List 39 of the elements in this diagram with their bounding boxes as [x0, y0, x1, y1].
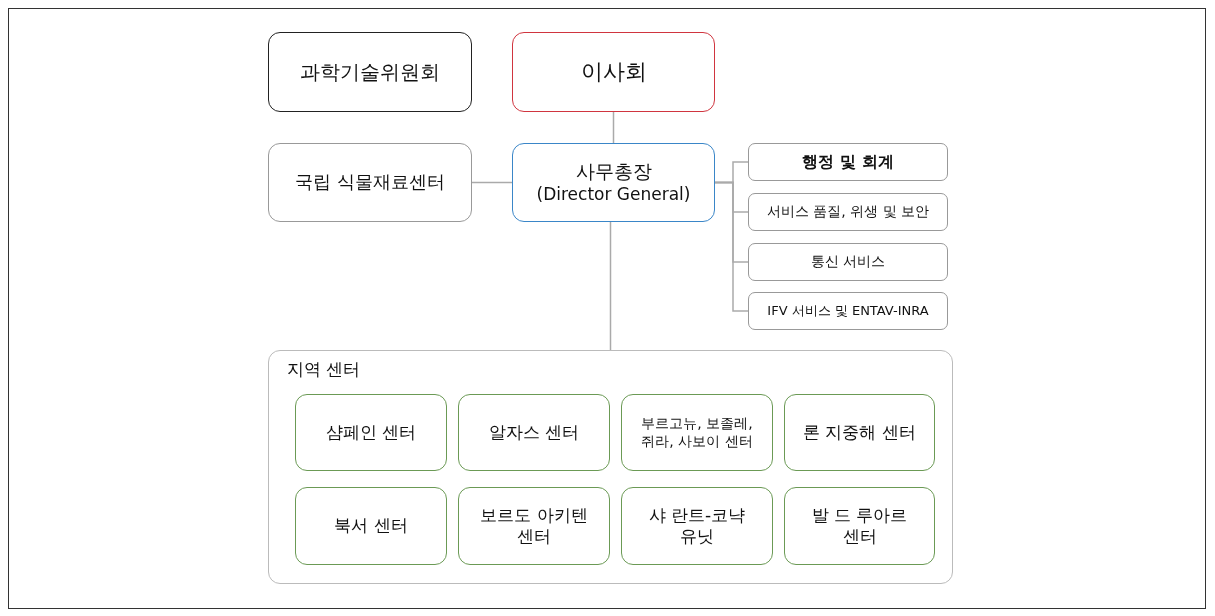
- node-label: 이사회: [580, 58, 647, 86]
- group-title: 지역 센터: [287, 359, 361, 381]
- node-label: IFV 서비스 및 ENTAV-INRA: [767, 302, 929, 320]
- department-box: [748, 143, 948, 181]
- center-box: [621, 487, 773, 565]
- department-box: [748, 193, 948, 231]
- department-box: [748, 292, 948, 330]
- connector-line: [609, 221, 612, 351]
- node-label: 행정 및 회계: [802, 152, 894, 172]
- center-box: [621, 394, 773, 471]
- org-box: [512, 143, 715, 222]
- connector-line: [612, 111, 615, 144]
- node-label: 통신 서비스: [810, 253, 886, 271]
- node-label: 알자스 센터: [488, 421, 580, 444]
- node-label: 북서 센터: [334, 515, 408, 537]
- subtitle: (Director General): [536, 183, 691, 205]
- node-label: 론 지중해 센터: [803, 421, 916, 444]
- center-box: [784, 394, 935, 471]
- node-label: 부르고뉴, 보졸레, 쥐라, 사보이 센터: [640, 415, 754, 450]
- center-box: [458, 394, 610, 471]
- node-label: 국립 식물재료센터: [295, 171, 445, 194]
- node-label: 서비스 품질, 위생 및 보안: [766, 203, 930, 221]
- node-label: 샴페인 센터: [325, 421, 417, 444]
- center-box: [458, 487, 610, 565]
- org-box: [512, 32, 715, 112]
- node-label: 발 드 루아르 센터: [810, 504, 909, 548]
- connector-line: [471, 181, 513, 184]
- node-label: 보르도 아키텐 센터: [479, 504, 589, 548]
- node-label: 사무총장: [575, 160, 652, 184]
- org-box: [268, 32, 472, 112]
- connector-line: [714, 181, 749, 312]
- center-box: [784, 487, 935, 565]
- center-box: [295, 487, 447, 565]
- org-box: [268, 143, 472, 222]
- node-label: 과학기술위원회: [300, 59, 440, 85]
- center-box: [295, 394, 447, 471]
- node-label: 샤 란트-코냑 유닛: [647, 504, 747, 548]
- department-box: [748, 243, 948, 281]
- group-panel: [268, 350, 953, 584]
